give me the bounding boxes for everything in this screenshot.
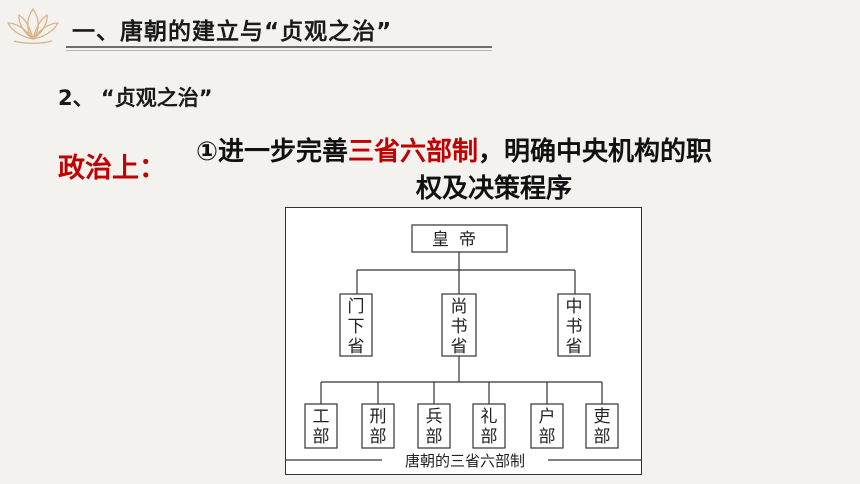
point-suffix: ，明确中央机构的职 xyxy=(478,137,713,167)
politics-label: 政治上： xyxy=(58,153,166,184)
province-label-shangshu-2: 书 xyxy=(451,317,468,337)
province-box-zhongshu xyxy=(557,293,591,357)
ministry-xing-1: 刑 xyxy=(370,407,387,427)
province-label-zhongshu-2: 书 xyxy=(566,317,583,337)
ministry-box-bing xyxy=(417,403,451,449)
point-highlight: 三省六部制 xyxy=(348,137,479,167)
point-text-line2: 权及决策程序 xyxy=(416,174,573,204)
province-label-shangshu-3: 省 xyxy=(451,337,468,357)
ministry-li-2: 部 xyxy=(481,427,498,447)
page-title: 一、唐朝的建立与“贞观之治” xyxy=(72,19,393,45)
ministry-xing-2: 部 xyxy=(370,427,387,447)
province-label-zhongshu-3: 省 xyxy=(566,337,583,357)
ministry-hu-1: 户 xyxy=(539,407,556,427)
ministry-hu-2: 部 xyxy=(539,427,556,447)
title-underline xyxy=(66,46,492,48)
emperor-box xyxy=(411,224,508,253)
lotus-icon xyxy=(6,7,60,44)
emperor-label: 皇帝 xyxy=(432,230,486,250)
province-box-shangshu xyxy=(441,293,477,357)
ministry-gong-1: 工 xyxy=(313,407,330,427)
province-box-menxia xyxy=(339,293,373,357)
section-heading: 2、 “贞观之治” xyxy=(58,86,213,110)
three-departments-six-ministries-diagram: 皇帝 门 下 省 尚 书 省 中 书 省 工 部 刑 部 兵 部 礼 部 户 部… xyxy=(285,207,642,475)
diagram-caption: 唐朝的三省六部制 xyxy=(405,452,525,470)
province-label-menxia-3: 省 xyxy=(348,337,365,357)
diagram-canvas: 皇帝 门 下 省 尚 书 省 中 书 省 工 部 刑 部 兵 部 礼 部 户 部… xyxy=(286,224,641,470)
ministry-lipersonnel-1: 吏 xyxy=(594,407,611,427)
ministry-bing-1: 兵 xyxy=(426,407,443,427)
ministry-box-gong xyxy=(304,403,338,449)
ministry-box-li xyxy=(472,403,506,449)
ministry-lipersonnel-2: 部 xyxy=(594,427,611,447)
province-label-menxia-2: 下 xyxy=(348,317,365,337)
province-label-zhongshu-1: 中 xyxy=(566,297,583,317)
province-label-shangshu-1: 尚 xyxy=(451,297,468,317)
province-label-menxia-1: 门 xyxy=(348,297,365,317)
ministry-gong-2: 部 xyxy=(313,427,330,447)
point-prefix: ①进一步完善 xyxy=(196,137,349,167)
title-underline-light xyxy=(66,50,492,51)
point-text-line1: ①进一步完善三省六部制，明确中央机构的职 xyxy=(196,131,712,168)
ministry-box-hu xyxy=(530,403,564,449)
ministry-li-1: 礼 xyxy=(481,407,498,427)
ministry-box-xing xyxy=(361,403,395,449)
ministry-bing-2: 部 xyxy=(426,427,443,447)
ministry-box-li-personnel xyxy=(585,403,619,449)
